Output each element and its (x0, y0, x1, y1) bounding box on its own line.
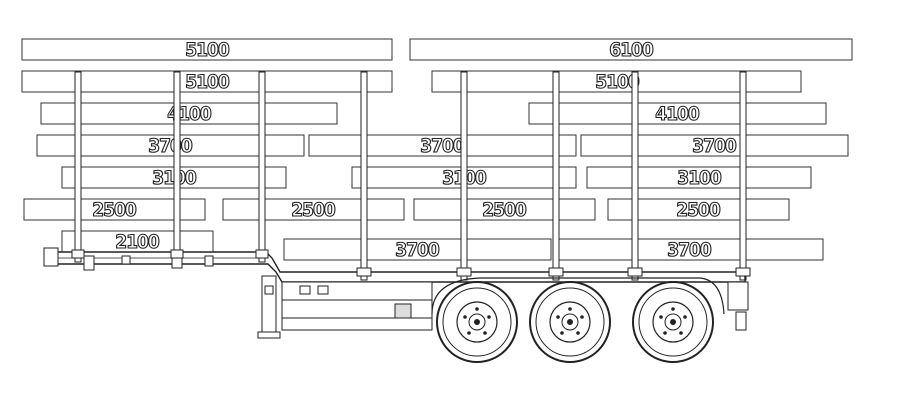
log-bar: 4100 (528, 102, 827, 126)
stanchion (173, 71, 181, 263)
rear-lights (727, 281, 749, 311)
log-length-label: 5100 (185, 39, 230, 61)
landing-gear (261, 275, 277, 333)
wheel (436, 281, 518, 363)
log-bar: 3700 (580, 134, 849, 158)
log-bar: 6100 (409, 38, 853, 62)
log-bar: 4100 (40, 102, 338, 126)
log-length-label: 3700 (692, 135, 737, 157)
stanchion (360, 71, 368, 281)
log-bar: 5100 (21, 38, 393, 62)
log-length-label: 3700 (395, 239, 440, 261)
stanchion (631, 71, 639, 281)
log-length-label: 3700 (148, 135, 193, 157)
log-bar: 5100 (21, 70, 393, 94)
log-length-label: 3700 (420, 135, 465, 157)
log-length-label: 2500 (92, 199, 137, 221)
stanchion (460, 71, 468, 281)
wheel (632, 281, 714, 363)
wheel (529, 281, 611, 363)
log-bar: 2500 (23, 198, 206, 222)
log-bar: 3700 (283, 238, 552, 262)
wheels (436, 281, 714, 363)
log-length-label: 5100 (185, 71, 230, 93)
trailer-chassis (43, 247, 751, 339)
log-length-label: 2500 (676, 199, 721, 221)
log-bar: 5100 (431, 70, 802, 94)
log-length-label: 5100 (595, 71, 640, 93)
log-bar: 3100 (586, 166, 812, 190)
stanchions (74, 71, 747, 281)
stanchion (258, 71, 266, 263)
log-bar: 2100 (61, 230, 214, 254)
log-bar: 2500 (413, 198, 596, 222)
log-bar: 3700 (36, 134, 305, 158)
log-bar: 3700 (308, 134, 577, 158)
log-length-label: 4100 (655, 103, 700, 125)
log-length-label: 6100 (609, 39, 654, 61)
log-length-label: 2100 (115, 231, 160, 253)
stanchion (739, 71, 747, 281)
log-bars: 5100 6100 5100 5100 4100 4100 3700 (21, 38, 853, 262)
log-length-label: 3700 (667, 239, 712, 261)
stanchion (552, 71, 560, 281)
log-length-label: 3100 (677, 167, 722, 189)
log-length-label: 2500 (291, 199, 336, 221)
log-bar: 3700 (555, 238, 824, 262)
log-bar: 2500 (222, 198, 405, 222)
front-coupling (43, 247, 59, 267)
stanchion (74, 71, 82, 263)
log-length-label: 2500 (482, 199, 527, 221)
